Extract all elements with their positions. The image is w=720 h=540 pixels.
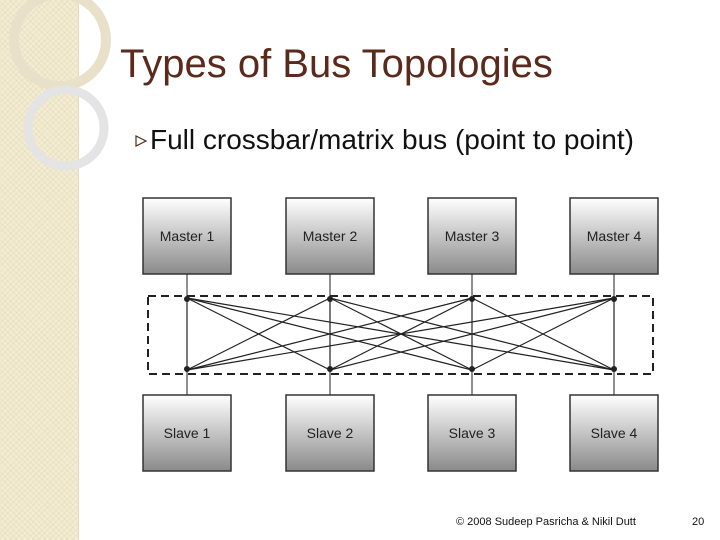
slave-box (285, 394, 375, 472)
bullet-arrow-icon (135, 135, 148, 147)
decorative-ring-bottom (23, 85, 109, 171)
master-label: Master 2 (303, 228, 358, 244)
footer-copyright: © 2008 Sudeep Pasricha & Nikil Dutt (456, 516, 636, 528)
slave-box (142, 394, 232, 472)
slave-label: Slave 1 (164, 425, 211, 441)
bullet-item: Full crossbar/matrix bus (point to point… (134, 124, 674, 176)
slave-block-4: Slave 4 (569, 394, 659, 472)
bullet-text: Full crossbar/matrix bus (point to point… (150, 124, 634, 155)
crossbar-path-m2-s1 (186, 297, 331, 371)
crossbar-path-m4-s2 (329, 297, 615, 371)
slave-node-4 (611, 366, 617, 372)
slave-label: Slave 3 (449, 425, 496, 441)
slave-block-3: Slave 3 (427, 394, 517, 472)
slave-node-3 (469, 366, 475, 372)
slave-node-1 (184, 366, 190, 372)
master-node-1 (184, 296, 190, 302)
decorative-rings (9, 0, 111, 171)
slave-box (427, 394, 517, 472)
slave-box (569, 394, 659, 472)
crossbar-interconnect (147, 274, 654, 395)
crossbar-path-m4-s1 (186, 297, 615, 371)
slave-block-2: Slave 2 (285, 394, 375, 472)
master-box (142, 197, 232, 275)
slave-label: Slave 2 (307, 425, 354, 441)
master-box (285, 197, 375, 275)
slave-label: Slave 4 (591, 425, 638, 441)
master-block-3: Master 3 (427, 197, 517, 275)
master-label: Master 3 (445, 228, 500, 244)
page-number: 20 (692, 516, 705, 528)
master-block-4: Master 4 (569, 197, 659, 275)
slave-block-1: Slave 1 (142, 394, 232, 472)
master-node-2 (327, 296, 333, 302)
component-blocks: Master 1 Master 2 Master 3 Master 4 Slave 1 S… (142, 197, 659, 472)
slide-title: Types of Bus Topologies (120, 42, 553, 86)
master-node-4 (611, 296, 617, 302)
master-label: Master 4 (587, 228, 642, 244)
master-label: Master 1 (160, 228, 215, 244)
slave-node-2 (327, 366, 333, 372)
bus-boundary (147, 295, 654, 375)
master-box (569, 197, 659, 275)
master-block-1: Master 1 (142, 197, 232, 275)
master-box (427, 197, 517, 275)
crossbar-path-m3-s1 (186, 297, 473, 371)
crossbar-path-m4-s3 (471, 297, 615, 371)
master-block-2: Master 2 (285, 197, 375, 275)
master-node-3 (469, 296, 475, 302)
